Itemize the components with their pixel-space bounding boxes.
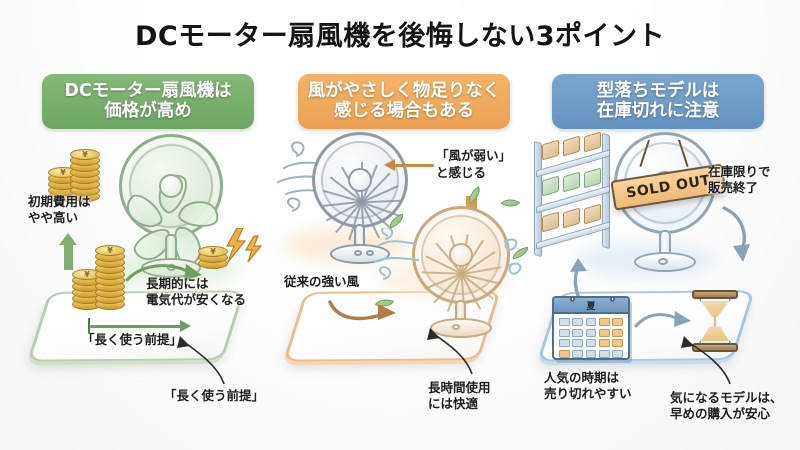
yen-symbol-icon: ¥ — [210, 247, 216, 256]
shelf-icon — [534, 131, 614, 260]
right-arrow-icon-premise — [90, 325, 182, 328]
right-arrow-icon-traditional — [328, 300, 396, 321]
yen-symbol-icon: ¥ — [82, 150, 88, 159]
note-buy-early: 気になるモデルは、 早めの購入が安心 — [670, 390, 783, 422]
calendar-cell — [612, 339, 623, 347]
panel-price-heading-line1: DCモーター扇風機は — [64, 80, 232, 101]
wind-swirl-icon-right — [503, 238, 522, 275]
note-premise-callout: 「長く使う前提」 — [164, 388, 265, 403]
panel-wind-heading-line2: 感じる場合もある — [334, 100, 474, 121]
coin-stack-upper-small: ¥ — [48, 158, 78, 202]
right-arrow-icon-longterm — [125, 264, 202, 282]
arrow-head-premise — [180, 320, 191, 332]
box-item — [542, 139, 559, 161]
yen-symbol-icon: ¥ — [60, 168, 66, 177]
callout-curve-longuse — [427, 328, 473, 375]
up-arrow-icon — [59, 233, 77, 270]
box-item — [584, 131, 601, 153]
lightning-icon — [225, 228, 263, 263]
note-premise-inline: 「長く使う前提」 — [82, 332, 183, 347]
box-item — [542, 211, 559, 233]
premise-bracket — [88, 318, 90, 334]
note-limited-stock: 在庫限りで 販売終了 — [708, 164, 771, 196]
calendar-cell — [572, 339, 584, 347]
note-traditional-wind: 従来の強い風 — [284, 274, 360, 289]
calendar-cell — [598, 349, 610, 358]
fan-icon-beige — [408, 206, 516, 342]
coin-stack-upper-tall: ¥ — [70, 136, 100, 202]
left-arrow-icon-weakwind — [394, 164, 434, 167]
calendar-cell — [598, 318, 610, 326]
panel-wind-heading: 風がやさしく物足りなく 感じる場合もある — [298, 74, 510, 129]
calendar-cell — [612, 318, 623, 326]
calendar-cell — [585, 328, 597, 337]
note-popular-season: 人気の時期は 売り切れやすい — [544, 370, 632, 402]
calendar-cell — [612, 328, 623, 337]
yen-symbol-icon: ¥ — [84, 270, 90, 279]
calendar-label: 夏 — [554, 298, 628, 314]
calendar-cell — [559, 328, 570, 337]
calendar-cell — [559, 318, 570, 326]
panel-stock-heading-line2: 在庫切れに注意 — [596, 100, 720, 121]
fan-icon-gray — [310, 132, 414, 272]
coin-stack-right: ¥ — [198, 240, 228, 270]
note-initial-cost: 初期費用は やや高い — [28, 194, 91, 225]
panel-wind: 風がやさしく物足りなく 感じる場合もある — [276, 64, 530, 444]
calendar-cell — [559, 339, 570, 347]
coin-stack-lower-tall: ¥ — [95, 228, 125, 310]
calendar-cell — [612, 349, 623, 358]
panel-price-heading-line2: 価格が高め — [104, 100, 192, 121]
right-arrow-icon-hourglass — [634, 311, 691, 328]
calendar-cell — [572, 349, 584, 358]
panel-stock-illustration: SOLD OUT 在庫限りで 販売終了 夏 — [530, 131, 783, 444]
calendar-grid — [554, 314, 628, 358]
panel-price-illustration: ¥ ¥ — [20, 132, 272, 444]
panel-wind-heading-line1: 風がやさしく物足りなく — [307, 80, 501, 101]
box-item — [563, 135, 580, 157]
calendar-cell — [572, 328, 584, 337]
yen-symbol-icon: ¥ — [107, 246, 113, 255]
note-weak-wind: 「風が弱い」 と感じる — [436, 148, 512, 180]
box-item — [584, 167, 601, 189]
callout-curve-buyearly — [681, 336, 731, 385]
panel-stock-heading: 型落ちモデルは 在庫切れに注意 — [552, 74, 764, 129]
calendar-cell — [585, 318, 597, 326]
calendar-cell — [598, 328, 610, 337]
calendar-icon: 夏 — [552, 296, 630, 360]
box-item — [542, 175, 559, 197]
note-long-term: 長期的には 電気代が安くなる — [146, 276, 247, 308]
wind-swirl-icon-gentle — [374, 228, 419, 280]
calendar-cell — [585, 339, 597, 347]
panel-price: DCモーター扇風機は 価格が高め ¥ — [20, 64, 272, 444]
calendar-cell — [559, 349, 570, 358]
arrow-head-weakwind — [384, 159, 395, 171]
box-item — [563, 171, 580, 193]
note-long-use: 長時間使用 には快適 — [428, 380, 491, 412]
page-title: DCモーター扇風機を後悔しない3ポイント — [134, 21, 665, 52]
panel-wind-illustration: 「風が弱い」 と感じる — [276, 132, 530, 444]
panel-stock-heading-line1: 型落ちモデルは — [596, 80, 720, 101]
panel-stock: 型落ちモデルは 在庫切れに注意 — [530, 64, 783, 444]
calendar-cell — [585, 349, 597, 358]
down-arrow-icon-stock — [722, 206, 750, 262]
calendar-cell — [598, 339, 610, 347]
callout-curve-premise — [177, 336, 225, 385]
hourglass-icon — [692, 290, 738, 352]
panel-price-heading: DCモーター扇風機は 価格が高め — [42, 74, 254, 129]
calendar-cell — [572, 318, 584, 326]
box-item — [563, 207, 580, 229]
box-item — [584, 203, 601, 225]
